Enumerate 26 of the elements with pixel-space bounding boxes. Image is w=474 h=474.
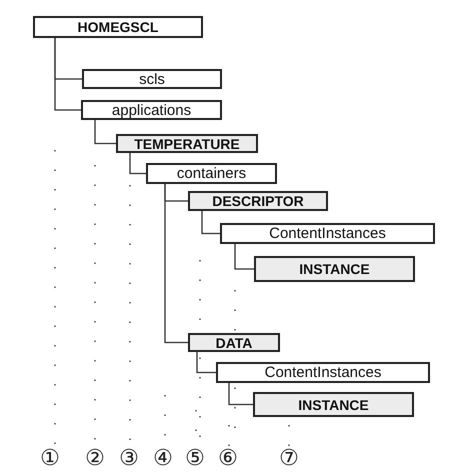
tree-connector [228,383,253,406]
level-number: ④ [153,448,173,470]
tree-node-box: INSTANCE [253,392,414,417]
tree-node-box: DESCRIPTOR [188,191,328,211]
tree-node-box: ContentInstances [216,362,430,383]
level-number: ⑤ [185,448,205,470]
tree-connector [164,184,188,344]
tree-connector [94,120,116,144]
tree-node-box: applications [81,100,222,120]
level-number: ① [40,448,60,470]
tree-connector [201,211,220,234]
level-number: ⑥ [218,448,238,470]
level-number: ② [85,448,105,470]
tree-node-box: HOMEGSCL [33,16,203,38]
tree-node-box: TEMPERATURE [116,134,258,153]
tree-connector [54,38,81,111]
tree-connector [234,244,254,270]
tree-node-box: DATA [188,333,280,352]
tree-node-box: ContentInstances [220,223,435,244]
tree-connector [129,153,146,174]
level-number: ⑦ [279,448,299,470]
tree-node-box: scls [82,69,222,89]
tree-connector [196,352,216,374]
tree-node-box: containers [146,163,277,184]
level-number: ③ [119,448,139,470]
tree-node-box: INSTANCE [254,256,415,282]
